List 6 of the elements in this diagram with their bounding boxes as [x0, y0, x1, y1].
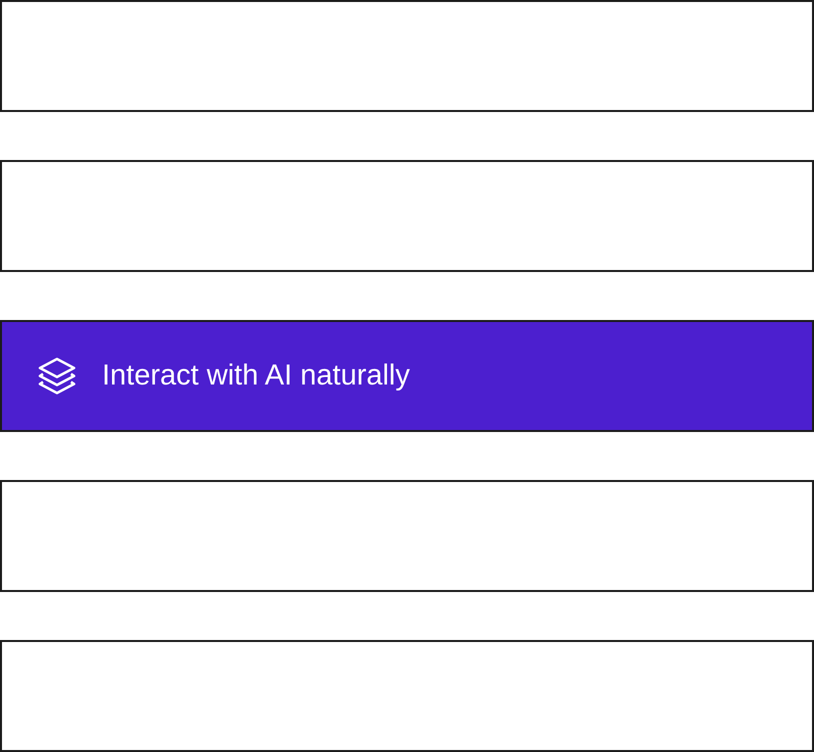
empty-box — [0, 640, 814, 752]
empty-box — [0, 480, 814, 592]
empty-box — [0, 160, 814, 272]
empty-box — [0, 0, 814, 112]
banner-card — [0, 320, 814, 432]
banner-text: Interact with AI naturally — [102, 360, 410, 392]
